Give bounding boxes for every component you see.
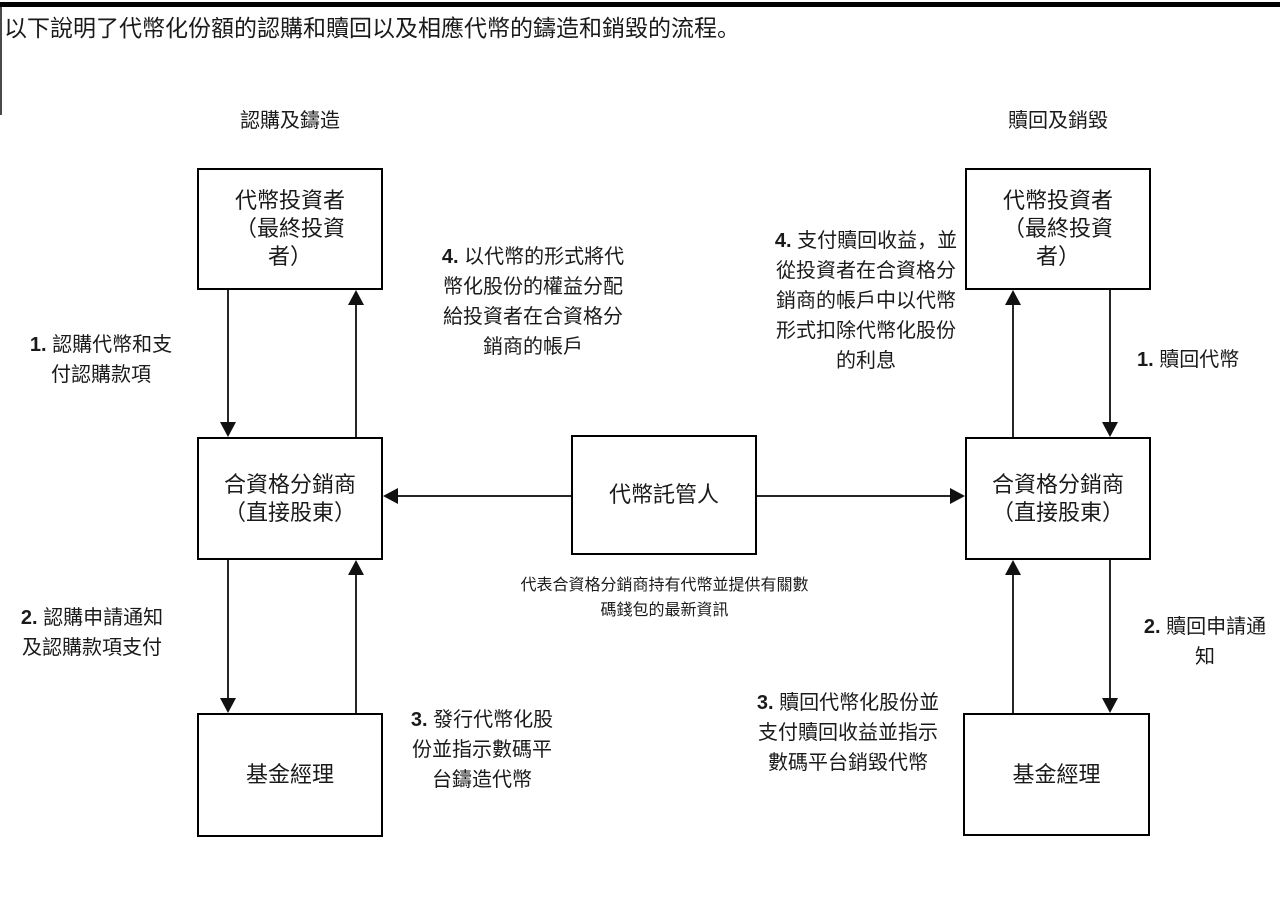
box-token-custodian: 代幣託管人: [571, 435, 757, 555]
label-redemption-step1: 1. 贖回代幣: [1137, 345, 1277, 375]
arrow-red-step2-line: [1109, 560, 1111, 700]
step-number: 3.: [410, 709, 428, 731]
arrow-red-step1-line: [1109, 290, 1111, 424]
box-label: 代幣託管人: [608, 482, 719, 507]
arrowhead-down-icon: [220, 698, 236, 713]
label-subscription-step3: 3. 發行代幣化股 份並指示數碼平 台鑄造代幣: [392, 705, 572, 795]
box-label: 合資格分銷商 （直接股東）: [223, 471, 356, 525]
step-text: 贖回申請通 知: [1166, 616, 1267, 668]
step-number: 2.: [20, 607, 38, 629]
label-redemption-step3: 3. 贖回代幣化股份並 支付贖回收益並指示 數碼平台銷毀代幣: [733, 688, 963, 778]
label-subscription-step2: 2. 認購申請通知 及認購款項支付: [2, 603, 182, 663]
box-fund-manager-subscription: 基金經理: [197, 713, 383, 837]
step-number: 4.: [441, 246, 459, 268]
box-distributor-redemption: 合資格分銷商 （直接股東）: [965, 437, 1151, 560]
step-text: 發行代幣化股 份並指示數碼平 台鑄造代幣: [412, 709, 554, 791]
label-redemption-step2: 2. 贖回申請通 知: [1130, 612, 1280, 672]
arrowhead-up-icon: [1005, 290, 1021, 305]
step-number: 2.: [1143, 616, 1161, 638]
arrow-custodian-to-left-line: [396, 495, 571, 497]
arrow-red-step4-line: [1012, 304, 1014, 437]
box-token-investor-redemption: 代幣投資者 （最終投資 者）: [965, 168, 1151, 290]
arrowhead-up-icon: [348, 560, 364, 575]
step-number: 4.: [774, 230, 792, 252]
step-text: 支付贖回收益，並 從投資者在合資格分 銷商的帳戶中以代幣 形式扣除代幣化股份 的…: [776, 230, 958, 372]
arrowhead-up-icon: [348, 290, 364, 305]
step-number: 1.: [29, 334, 47, 356]
label-redemption-step4: 4. 支付贖回收益，並 從投資者在合資格分 銷商的帳戶中以代幣 形式扣除代幣化股…: [752, 226, 980, 376]
step-text: 贖回代幣化股份並 支付贖回收益並指示 數碼平台銷毀代幣: [758, 692, 940, 774]
arrow-sub-step2-line: [227, 560, 229, 700]
box-label: 代幣投資者 （最終投資 者）: [1002, 188, 1113, 269]
section-title-redemption: 贖回及銷毀: [1008, 110, 1108, 132]
arrow-sub-step4-line: [355, 304, 357, 437]
arrowhead-down-icon: [1102, 698, 1118, 713]
box-fund-manager-redemption: 基金經理: [963, 713, 1150, 836]
step-number: 3.: [756, 692, 774, 714]
arrow-sub-step1-line: [227, 290, 229, 424]
arrowhead-left-icon: [383, 488, 398, 504]
arrow-red-step3-line: [1012, 574, 1014, 713]
section-title-subscription: 認購及鑄造: [240, 110, 340, 132]
intro-text: 以下說明了代幣化份額的認購和贖回以及相應代幣的鑄造和銷毀的流程。: [4, 15, 740, 41]
step-text: 認購代幣和支 付認購款項: [51, 334, 173, 386]
label-subscription-step1: 1. 認購代幣和支 付認購款項: [16, 330, 186, 390]
arrowhead-up-icon: [1005, 560, 1021, 575]
box-label: 代幣投資者 （最終投資 者）: [234, 188, 345, 269]
arrow-sub-step3-line: [355, 574, 357, 713]
arrowhead-right-icon: [950, 488, 965, 504]
arrowhead-down-icon: [1102, 422, 1118, 437]
box-label: 基金經理: [1012, 761, 1101, 787]
step-number: 1.: [1137, 349, 1154, 371]
box-token-investor-subscription: 代幣投資者 （最終投資 者）: [197, 168, 383, 290]
top-rule: [0, 2, 1280, 7]
custodian-caption: 代表合資格分銷商持有代幣並提供有關數 碼錢包的最新資訊: [520, 577, 809, 619]
step-text: 贖回代幣: [1159, 349, 1240, 371]
arrow-custodian-to-right-line: [757, 495, 952, 497]
arrowhead-down-icon: [220, 422, 236, 437]
box-label: 合資格分銷商 （直接股東）: [991, 471, 1124, 525]
box-label: 基金經理: [245, 762, 334, 787]
step-text: 以代幣的形式將代 幣化股份的權益分配 給投資者在合資格分 銷商的帳戶: [443, 246, 625, 358]
box-distributor-subscription: 合資格分銷商 （直接股東）: [197, 437, 383, 560]
label-subscription-step4: 4. 以代幣的形式將代 幣化股份的權益分配 給投資者在合資格分 銷商的帳戶: [383, 242, 683, 362]
page-border-fragment: [0, 7, 2, 115]
step-text: 認購申請通知 及認購款項支付: [22, 607, 164, 659]
